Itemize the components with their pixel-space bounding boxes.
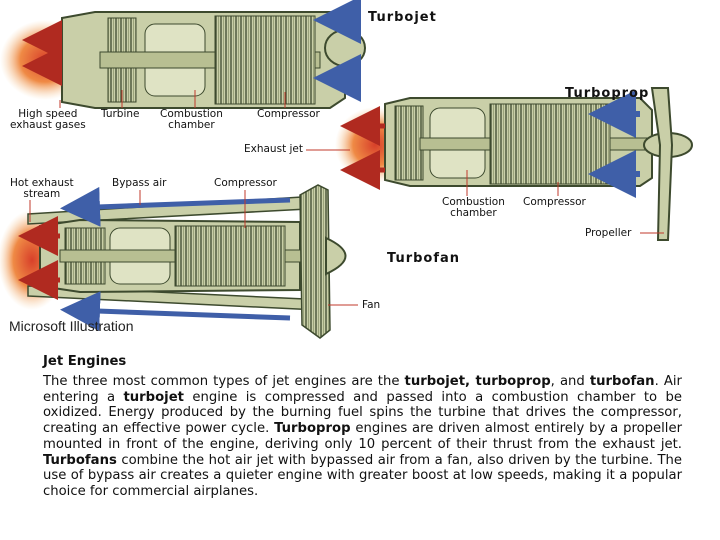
- turbofan-bypass-arrow: [60, 186, 291, 227]
- turbofan-nose-cone: [325, 236, 347, 276]
- label-combustion-chamber: Combustion chamber: [442, 196, 505, 219]
- bold-term: Turbofans: [43, 452, 117, 468]
- label-compressor: Compressor: [257, 108, 320, 120]
- label-compressor: Compressor: [523, 196, 586, 208]
- turbojet-title: Turbojet: [368, 10, 437, 25]
- label-propeller: Propeller: [585, 227, 632, 239]
- turboprop-engine: [306, 87, 693, 241]
- turbofan-bypass-arrow: [60, 291, 291, 332]
- text-run: The three most common types of jet engin…: [43, 374, 405, 389]
- text-run: . Air entering a: [43, 374, 682, 405]
- bold-term: turbojet, turboprop: [404, 374, 551, 389]
- turbofan-fan: [299, 184, 331, 339]
- label-high-speed-exhaust: High speed exhaust gases: [10, 108, 86, 131]
- turbojet-compressor: [214, 15, 316, 105]
- label-turbine: Turbine: [101, 108, 140, 120]
- engine-diagrams-svg: [0, 0, 693, 339]
- turboprop-compressor: [489, 103, 611, 185]
- label-combustion-chamber: Combustion chamber: [160, 108, 223, 131]
- bold-term: turbofan: [589, 374, 655, 389]
- turbojet-nose-cone: [324, 29, 366, 67]
- label-compressor: Compressor: [214, 177, 277, 189]
- turbofan-title: Turbofan: [387, 251, 461, 266]
- label-bypass-air: Bypass air: [112, 177, 167, 189]
- bold-term: turbojet: [123, 389, 184, 405]
- turbofan-engine: [0, 184, 358, 339]
- turboprop-turbine: [394, 105, 424, 181]
- turboprop-propeller: [650, 87, 674, 241]
- text-run: combine the hot air jet with bypassed ai…: [43, 452, 682, 499]
- label-fan: Fan: [362, 299, 381, 311]
- label-exhaust-jet: Exhaust jet: [244, 143, 304, 155]
- label-hot-exhaust-stream: Hot exhaust stream: [10, 177, 74, 200]
- text-run: , and: [550, 374, 590, 389]
- turboprop-title: Turboprop: [565, 86, 650, 101]
- text-run: engine is compressed and passed into a c…: [43, 389, 682, 437]
- jet-engines-illustration: Turbojet Turboprop Turbofan High speed e…: [0, 0, 693, 339]
- turbojet-engine: [0, 0, 366, 109]
- turbofan-compressor: [174, 225, 286, 287]
- description-paragraph: The three most common types of jet engin…: [43, 374, 682, 500]
- illustration-credit: Microsoft Illustration: [9, 318, 134, 334]
- section-heading: Jet Engines: [43, 354, 127, 369]
- text-run: engines are driven almost entirely by a …: [43, 421, 683, 452]
- description-block: Jet Engines The three most common types …: [43, 354, 682, 500]
- bold-term: Turboprop: [274, 421, 351, 437]
